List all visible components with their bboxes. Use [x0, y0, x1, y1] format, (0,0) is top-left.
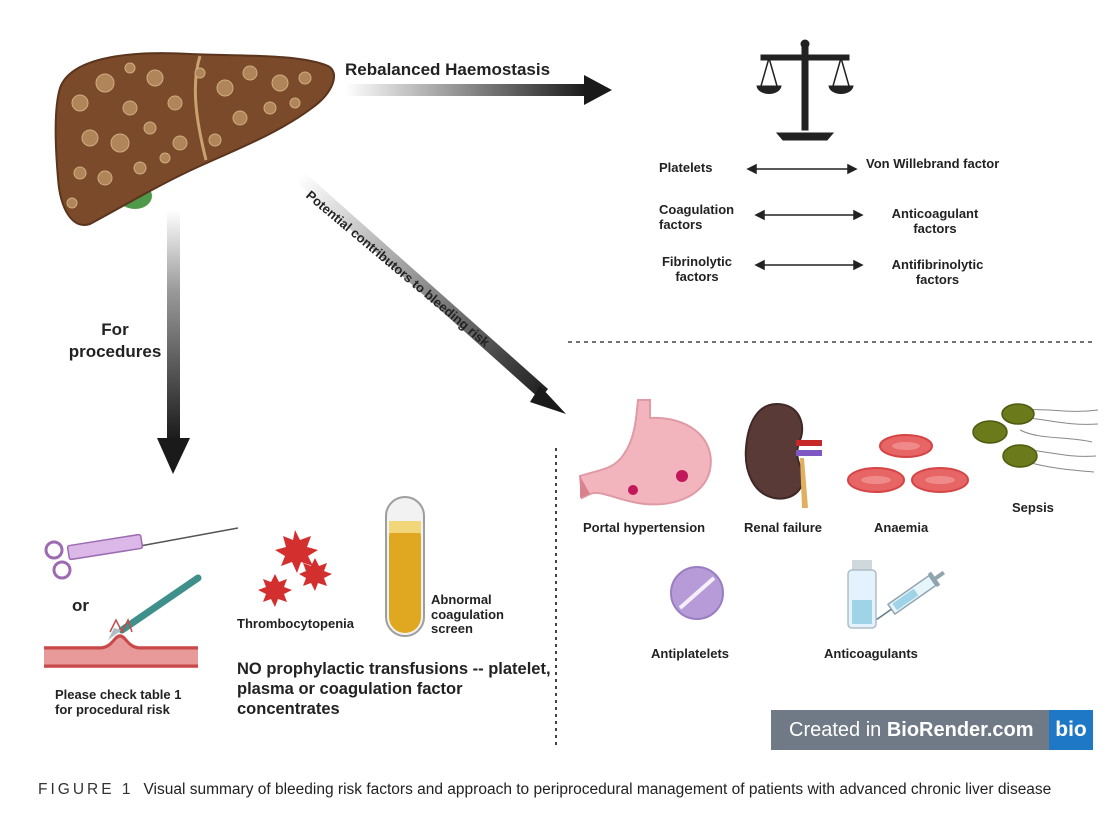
- or-label: or: [72, 596, 89, 615]
- pill-icon: [670, 566, 724, 620]
- procedures-arrow-shaft: [167, 210, 180, 440]
- procedure-illustration: [44, 527, 239, 668]
- abnormal-coagulation-label: Abnormal coagulation screen: [431, 592, 504, 637]
- contributor-label-anaemia: Anaemia: [874, 520, 929, 535]
- liver-icon: [54, 52, 336, 226]
- procedures-arrow-head: [157, 438, 190, 474]
- balance-left-platelets: Platelets: [659, 160, 713, 175]
- stomach-icon: [578, 399, 712, 506]
- no-transfusion-statement: NO prophylactic transfusions -- platelet…: [237, 660, 551, 718]
- rebalanced-arrow-shaft: [345, 84, 586, 96]
- biorender-watermark: Created in BioRender.com bio: [771, 710, 1093, 750]
- red-blood-cells-icon: [847, 434, 969, 493]
- caption-text: Visual summary of bleeding risk factors …: [143, 781, 1052, 798]
- contributor-label-antiplatelets: Antiplatelets: [651, 646, 730, 661]
- figure-label: FIGURE 1: [38, 781, 134, 798]
- balance-right-vwf: Von Willebrand factor: [866, 156, 1000, 171]
- procedural-risk-note: Please check table 1 for procedural risk: [55, 687, 182, 717]
- watermark-brand: BioRender.com: [886, 719, 1034, 741]
- bacteria-icon: [972, 403, 1099, 473]
- contributor-label-portal-hypertension: Portal hypertension: [583, 520, 706, 535]
- watermark-prefix: Created in: [789, 719, 887, 741]
- biorender-logo: bio: [1049, 710, 1093, 750]
- balance-scale-icon: [756, 39, 854, 141]
- kidney-icon: [744, 402, 822, 508]
- balance-left-fibrinolytic: Fibrinolytic factors: [661, 254, 733, 284]
- balance-right-anticoagulant: Anticoagulant factors: [891, 206, 979, 236]
- contributors-arrow-shaft: [296, 171, 548, 399]
- contributor-label-anticoagulants: Anticoagulants: [824, 646, 918, 661]
- balance-right-antifibrinolytic: Antifibrinolytic factors: [891, 257, 984, 287]
- contributor-label-sepsis: Sepsis: [1012, 500, 1054, 515]
- thrombocytopenia-label: Thrombocytopenia: [237, 616, 355, 631]
- contributors-arrow-head: [530, 386, 566, 414]
- vial-syringe-icon: [847, 560, 945, 629]
- test-tube-icon: [385, 496, 425, 637]
- balance-left-coagulation: Coagulation factors: [659, 202, 735, 232]
- platelets-icon: [258, 530, 332, 607]
- figure-caption: FIGURE 1 Visual summary of bleeding risk …: [38, 779, 1088, 801]
- rebalanced-arrow-label: Rebalanced Haemostasis: [345, 60, 551, 79]
- rebalanced-arrow-head: [584, 75, 612, 105]
- contributor-label-renal-failure: Renal failure: [744, 520, 823, 535]
- procedures-arrow-label: For procedures: [68, 320, 162, 362]
